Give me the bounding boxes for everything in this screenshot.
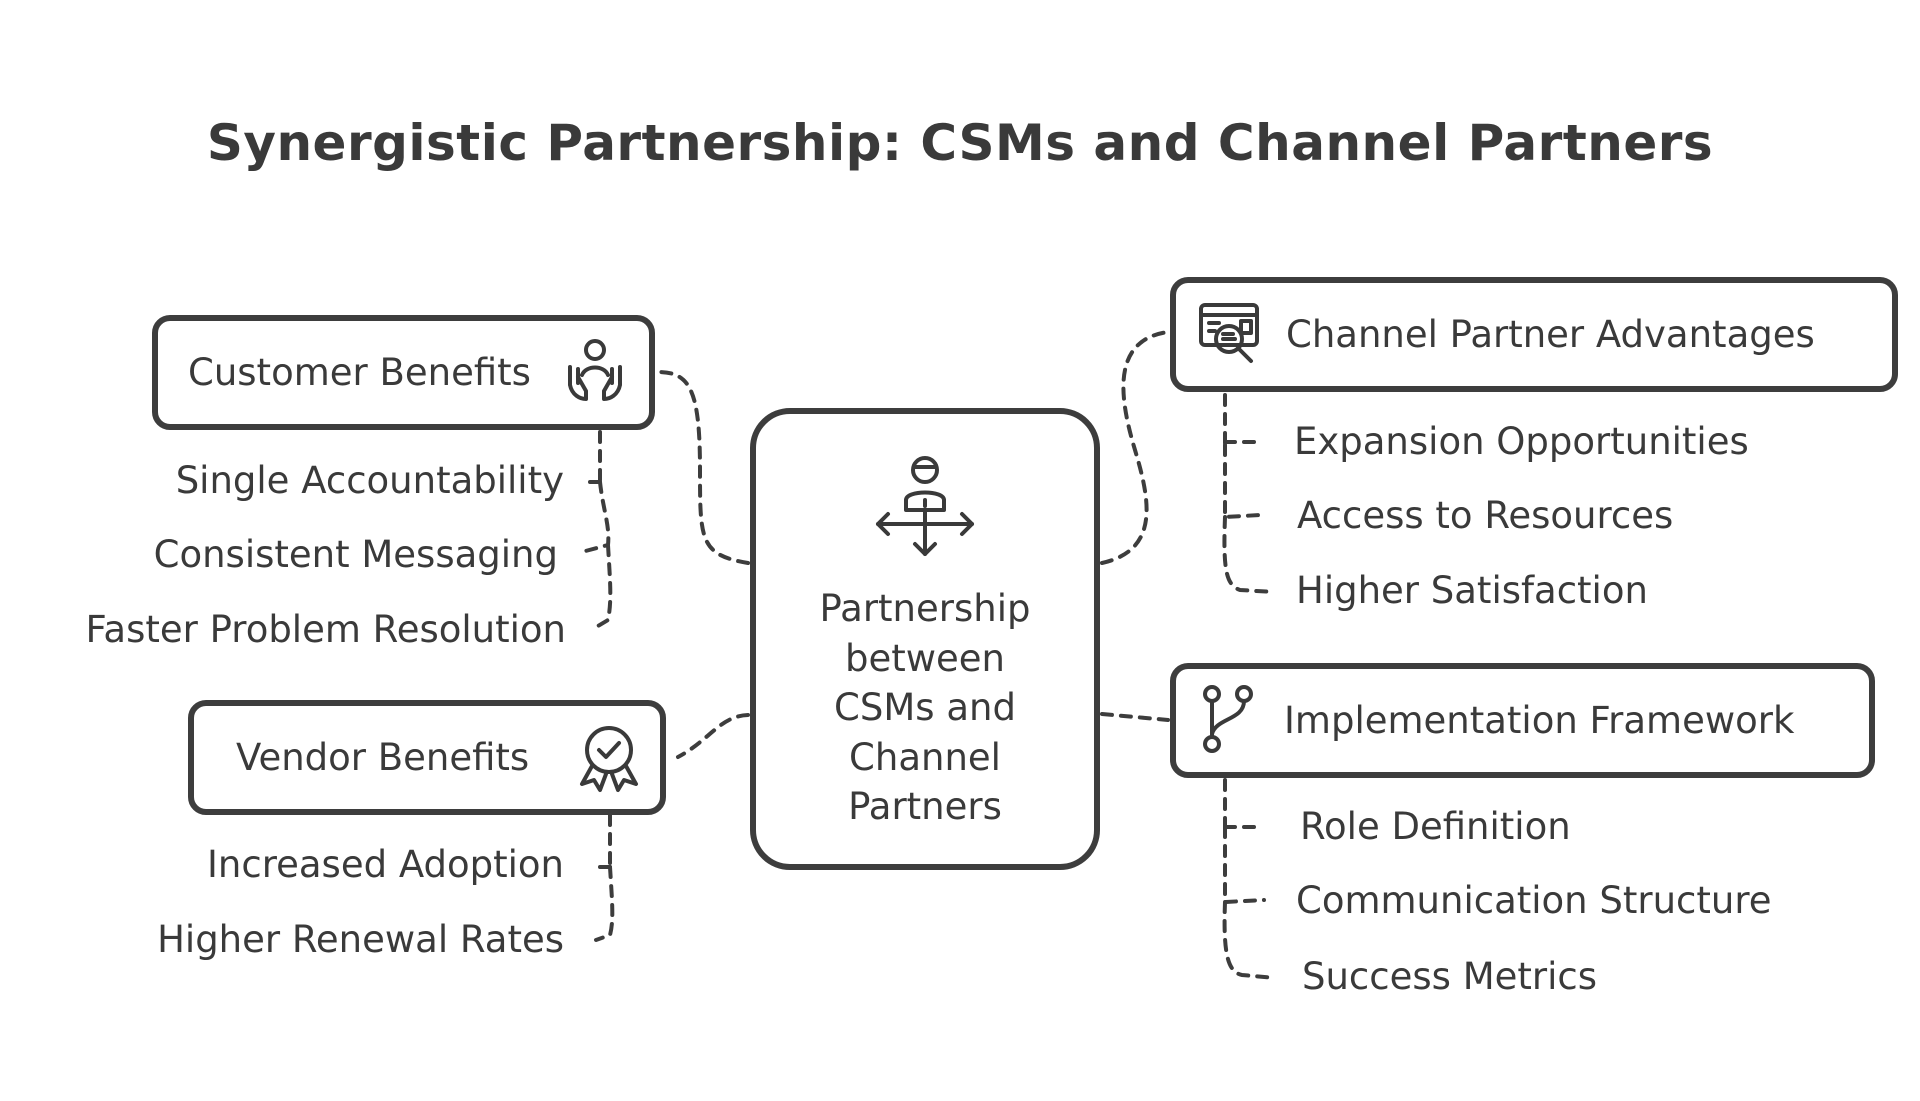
connector-customer-item-3 <box>596 543 613 628</box>
implementation-item: Communication Structure <box>1296 879 1772 922</box>
diagram-title: Synergistic Partnership: CSMs and Channe… <box>206 114 1714 172</box>
hands-person-icon <box>568 339 622 401</box>
connector-center-channel-partner <box>1100 330 1170 565</box>
connector-impl-item-3 <box>1222 900 1278 980</box>
implementation-framework-label: Implementation Framework <box>1284 699 1795 742</box>
central-topic-line: Partnership <box>819 587 1031 630</box>
implementation-item: Success Metrics <box>1302 955 1598 998</box>
central-topic-box: Partnership between CSMs and Channel Par… <box>750 408 1100 870</box>
vendor-benefit-item: Increased Adoption <box>207 843 564 886</box>
customer-benefits-label: Customer Benefits <box>188 351 531 394</box>
connector-center-customer-benefits <box>656 370 750 565</box>
vendor-benefits-label: Vendor Benefits <box>236 736 530 779</box>
channel-partner-advantages-box: Channel Partner Advantages <box>1170 277 1898 392</box>
connector-center-vendor-benefits <box>676 713 750 759</box>
central-topic-line: Channel <box>849 735 1001 779</box>
git-branch-icon <box>1203 685 1253 753</box>
award-badge-icon <box>580 726 638 792</box>
connector-center-implementation <box>1100 712 1170 722</box>
central-topic-line: between <box>845 636 1005 680</box>
implementation-item: Role Definition <box>1300 805 1571 848</box>
person-arrows-icon <box>876 456 974 556</box>
central-topic-text: Partnership between CSMs and Channel Par… <box>756 584 1094 832</box>
connector-vendor-item-2 <box>594 865 615 942</box>
channel-partner-item: Higher Satisfaction <box>1296 569 1648 612</box>
customer-benefit-item: Faster Problem Resolution <box>85 608 566 651</box>
document-magnifier-icon <box>1199 303 1259 363</box>
connector-channel-item-3 <box>1222 515 1276 594</box>
channel-partner-advantages-label: Channel Partner Advantages <box>1286 313 1815 356</box>
customer-benefit-item: Single Accountability <box>175 459 564 502</box>
channel-partner-item: Expansion Opportunities <box>1294 420 1749 463</box>
implementation-framework-box: Implementation Framework <box>1170 663 1875 778</box>
connector-customer-item-2 <box>576 480 611 555</box>
vendor-benefit-item: Higher Renewal Rates <box>157 918 564 961</box>
channel-partner-item: Access to Resources <box>1297 494 1674 537</box>
connector-channel-item-2 <box>1223 443 1262 520</box>
connector-impl-item-2 <box>1223 825 1266 905</box>
central-topic-line: CSMs and <box>834 686 1016 729</box>
central-topic-line: Partners <box>848 785 1002 828</box>
customer-benefit-item: Consistent Messaging <box>153 533 558 576</box>
